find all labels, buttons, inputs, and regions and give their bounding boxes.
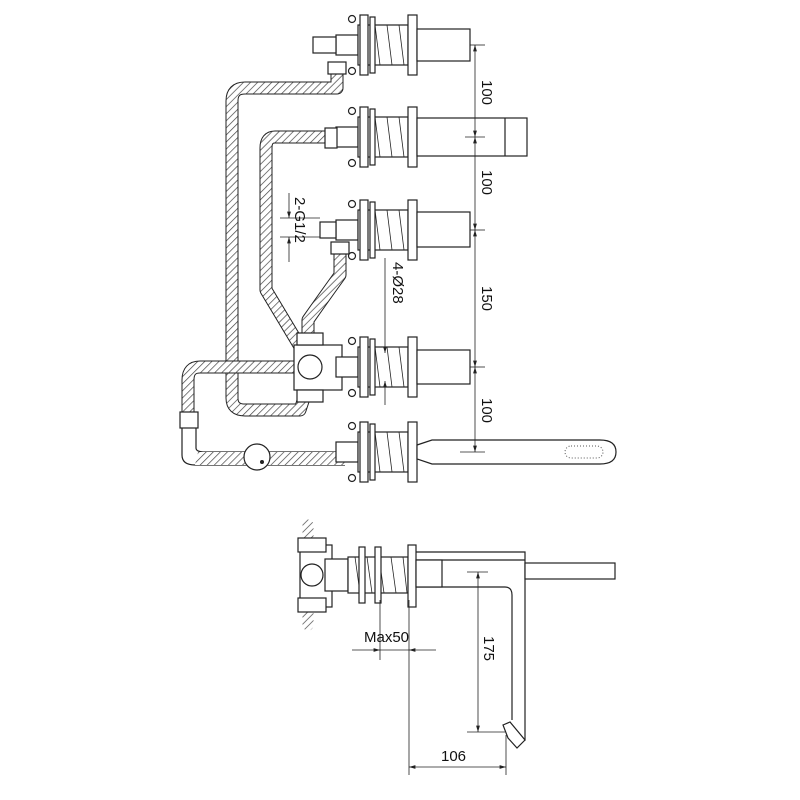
wall-thickness-label: Max50 (364, 629, 409, 646)
projection-dimension: 106 (409, 735, 507, 775)
spacing-label: 150 (478, 286, 495, 311)
thread-dimension: 2-G1/2 (280, 193, 320, 262)
projection-label: 106 (441, 748, 466, 765)
valve-row-3 (319, 199, 471, 261)
height-label: 175 (480, 636, 497, 661)
side-view (297, 519, 616, 749)
valve-row-4-diverter (335, 336, 471, 398)
hole-dimension: 4-Ø28 (383, 258, 406, 405)
valve-row-2-spout (324, 106, 528, 168)
valve-row-1 (312, 14, 471, 76)
hole-label: 4-Ø28 (389, 262, 406, 304)
height-dimension: 175 (467, 571, 505, 733)
spacing-label: 100 (478, 398, 495, 423)
handshower-row-5 (335, 421, 617, 483)
spacing-label: 100 (478, 170, 495, 195)
thread-label: 2-G1/2 (291, 197, 308, 243)
spacing-label: 100 (478, 80, 495, 105)
vertical-spacing-dimension: 100 100 150 100 (460, 44, 495, 453)
wall-thickness-dimension: Max50 (352, 600, 436, 775)
braided-hoses (179, 68, 347, 471)
